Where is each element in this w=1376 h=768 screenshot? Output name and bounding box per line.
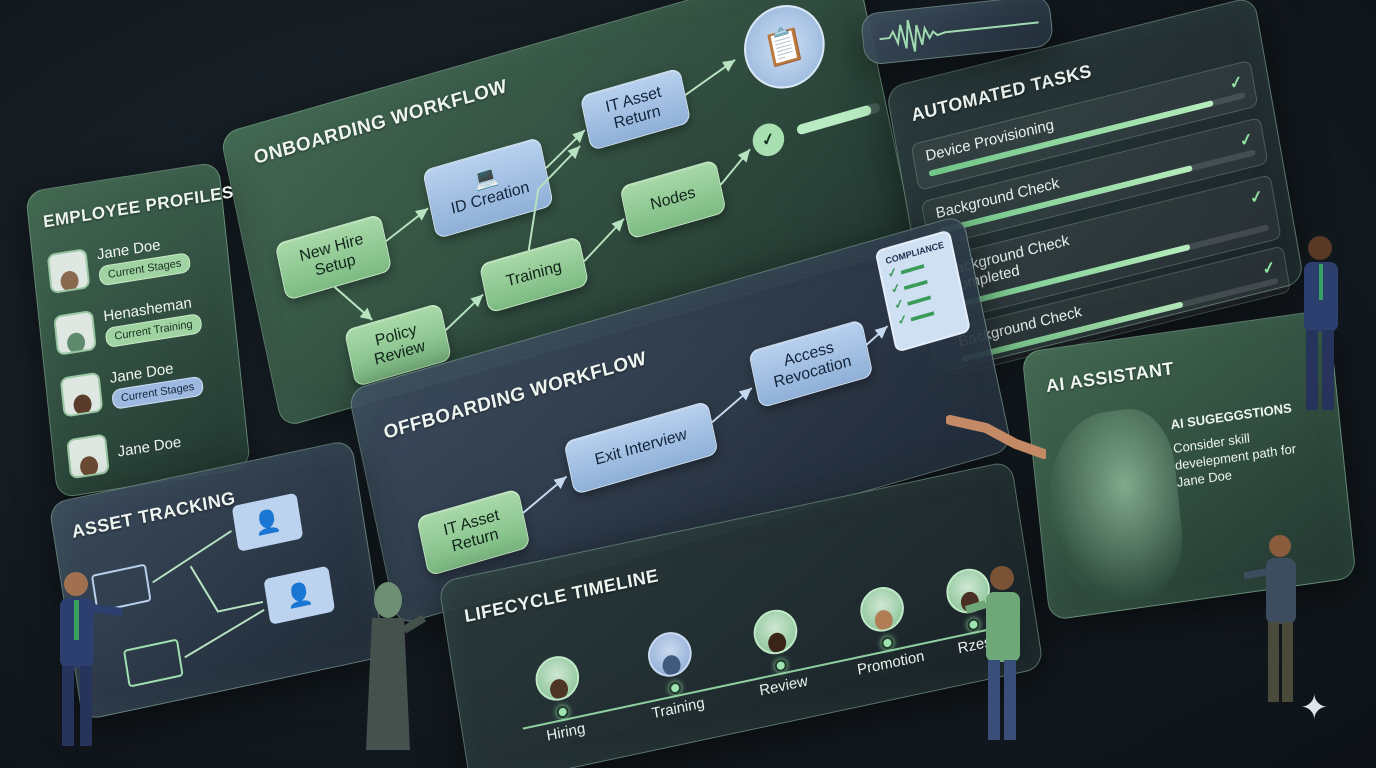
- id-badge-icon: 👤: [263, 565, 336, 625]
- avatar: [532, 652, 583, 705]
- employee-profiles-title: EMPLOYEE PROFILES: [42, 182, 235, 232]
- onboarding-progress-fill: [796, 104, 873, 136]
- timeline-stop-training[interactable]: Training: [640, 627, 706, 722]
- timeline-label: Hiring: [545, 719, 587, 745]
- nodes-node[interactable]: Nodes: [619, 159, 727, 240]
- profile-row[interactable]: Jane Doe Current Stages: [46, 232, 192, 295]
- timeline-dot: [773, 658, 788, 673]
- check-icon: ✓: [1248, 187, 1265, 208]
- check-icon: ✓: [1228, 73, 1245, 94]
- timeline-stop-review[interactable]: Review: [748, 605, 809, 699]
- avatar: [59, 371, 104, 418]
- audio-waveform-panel: [859, 0, 1055, 66]
- profile-row[interactable]: Jane Doe: [66, 422, 183, 480]
- person-pointing-center: [964, 566, 1020, 740]
- timeline-stop-hiring[interactable]: Hiring: [532, 652, 588, 745]
- employee-profiles-panel: EMPLOYEE PROFILES Jane Doe Current Stage…: [25, 161, 251, 499]
- ai-suggestion-text: Consider skill develepment path for Jane…: [1172, 430, 1297, 490]
- person-right-top: [1304, 236, 1338, 410]
- complete-check-icon: ✓: [749, 119, 788, 160]
- timeline-label: Promotion: [856, 647, 926, 679]
- access-revocation-node[interactable]: Access Revocation: [748, 319, 874, 409]
- it-asset-return-node[interactable]: IT Asset Return: [579, 67, 692, 152]
- timeline-title: LIFECYCLE TIMELINE: [463, 565, 660, 627]
- timeline-label: Training: [650, 694, 706, 723]
- timeline-dot: [668, 680, 682, 696]
- id-badge-icon: 👤: [231, 492, 304, 552]
- person-right-bottom: [1243, 535, 1296, 702]
- profile-row[interactable]: Henasheman Current Training: [53, 293, 203, 356]
- avatar: [857, 582, 908, 636]
- timeline-stop-promotion[interactable]: Promotion: [845, 580, 926, 679]
- avatar: [750, 605, 801, 659]
- timeline-label: Review: [758, 672, 809, 700]
- id-creation-node[interactable]: 💻 ID Creation: [422, 136, 554, 240]
- timeline-dot: [880, 635, 895, 651]
- check-icon: ✓: [1261, 258, 1278, 279]
- clipboard-check-icon: 📋: [736, 0, 833, 99]
- training-node[interactable]: Training: [478, 235, 590, 314]
- profile-name: Jane Doe: [116, 433, 182, 461]
- person-presenter-left: [60, 572, 123, 746]
- hand-pointing: [946, 415, 1046, 459]
- check-icon: ✓: [1238, 130, 1255, 151]
- onboarding-progress-bar: [796, 101, 881, 136]
- avatar: [46, 248, 91, 295]
- waveform-icon: [879, 19, 1039, 52]
- avatar: [53, 309, 97, 356]
- exit-interview-node[interactable]: Exit Interview: [563, 400, 719, 495]
- ai-face-icon: [1039, 403, 1189, 611]
- avatar: [66, 433, 110, 480]
- person-hijab: [366, 582, 427, 750]
- it-asset-return-node[interactable]: IT Asset Return: [416, 488, 531, 577]
- new-hire-setup-node[interactable]: New Hire Setup: [274, 213, 393, 301]
- asset-tracking-title: ASSET TRACKING: [70, 487, 237, 543]
- compliance-clipboard-icon: COMPLIANCE ✓ ▬▬✓ ▬▬✓ ▬▬✓ ▬▬: [874, 229, 972, 353]
- ai-assistant-title: AI ASSISTANT: [1045, 358, 1175, 397]
- timeline-dot: [555, 704, 570, 720]
- sparkle-icon: ✦: [1300, 689, 1329, 727]
- profile-row[interactable]: Jane Doe Current Stages: [59, 356, 205, 418]
- laptop-icon: [122, 638, 184, 688]
- avatar: [644, 628, 695, 681]
